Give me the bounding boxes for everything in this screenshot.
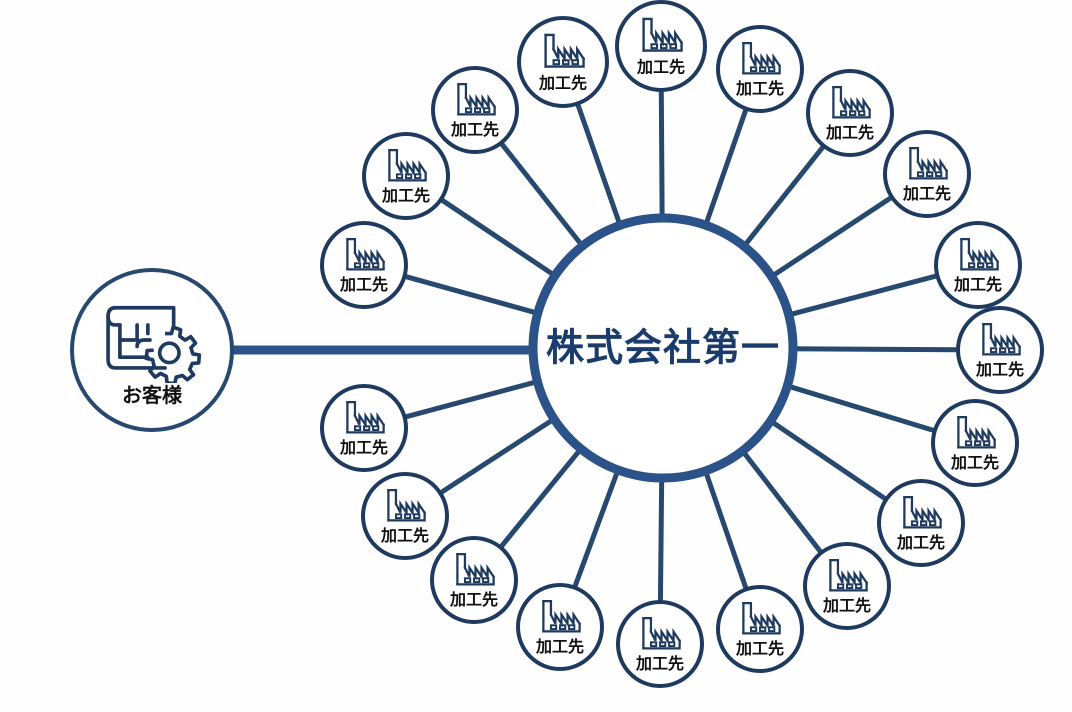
satellite-label: 加工先 <box>636 57 685 76</box>
spoke-line <box>766 193 895 281</box>
hub-node[interactable]: 株式会社第一 <box>528 213 798 483</box>
satellite-node[interactable]: 加工先 <box>716 585 804 673</box>
satellite-label: 加工先 <box>449 590 498 609</box>
satellite-label: 加工先 <box>822 596 871 615</box>
satellite-label: 加工先 <box>339 438 388 457</box>
spoke-line <box>788 346 961 353</box>
spoke-line <box>497 444 586 551</box>
satellite-node[interactable]: 加工先 <box>616 600 704 688</box>
spoke-line <box>657 473 665 605</box>
satellite-label: 加工先 <box>535 637 584 656</box>
satellite-label: 加工先 <box>896 533 945 552</box>
satellite-label: 加工先 <box>381 186 430 205</box>
satellite-label: 加工先 <box>339 275 388 294</box>
satellite-node[interactable]: 加工先 <box>877 479 965 567</box>
satellite-label: 加工先 <box>735 79 784 98</box>
spoke-line <box>658 87 665 223</box>
satellite-node[interactable]: 加工先 <box>883 130 971 218</box>
satellite-node[interactable]: 加工先 <box>517 16 609 108</box>
spoke-line <box>574 100 624 230</box>
satellite-node[interactable]: 加工先 <box>362 132 450 220</box>
spoke-line <box>701 466 750 593</box>
hub-circle <box>528 213 798 483</box>
spoke-lines-group <box>401 87 961 605</box>
spoke-line <box>782 382 938 434</box>
spoke-line <box>702 105 750 230</box>
spoke-line <box>738 446 825 556</box>
satellite-label: 加工先 <box>735 639 784 658</box>
satellite-label: 加工先 <box>380 526 429 545</box>
satellite-node[interactable]: 加工先 <box>516 583 604 671</box>
satellite-label: 加工先 <box>953 275 1002 294</box>
satellite-label: 加工先 <box>825 123 874 142</box>
spoke-line <box>765 416 890 503</box>
satellite-node[interactable]: 加工先 <box>615 0 707 92</box>
spoke-line <box>784 272 940 319</box>
spoke-line <box>437 196 560 280</box>
spoke-line <box>571 465 622 591</box>
spoke-line <box>739 142 828 251</box>
hub-label: 株式会社第一 <box>546 326 780 370</box>
spoke-line <box>401 378 542 421</box>
satellite-label: 加工先 <box>902 184 951 203</box>
satellite-label: 加工先 <box>635 654 684 673</box>
satellite-node[interactable]: 加工先 <box>716 25 804 113</box>
satellite-node[interactable]: 加工先 <box>931 399 1019 487</box>
satellite-node[interactable]: 加工先 <box>934 221 1022 309</box>
satellite-node[interactable]: 加工先 <box>431 66 519 154</box>
satellite-node[interactable]: 加工先 <box>803 542 891 630</box>
satellite-node[interactable]: 加工先 <box>320 221 408 309</box>
satellite-node[interactable]: 加工先 <box>956 306 1044 394</box>
satellite-node[interactable]: 加工先 <box>361 472 449 560</box>
customer-label: お客様 <box>122 383 183 407</box>
satellite-node[interactable]: 加工先 <box>806 69 894 157</box>
spoke-line <box>497 139 587 251</box>
customer-node[interactable]: お客様 <box>70 268 234 432</box>
satellite-label: 加工先 <box>975 360 1024 379</box>
satellite-label: 加工先 <box>538 73 587 92</box>
spoke-line <box>437 414 559 497</box>
satellite-nodes-group: 加工先加工先加工先加工先加工先加工先加工先加工先加工先加工先加工先加工先加工先加… <box>320 0 1044 688</box>
satellite-label: 加工先 <box>450 120 499 139</box>
satellite-label: 加工先 <box>950 453 999 472</box>
spoke-line <box>401 273 543 317</box>
satellite-node[interactable]: 加工先 <box>320 384 408 472</box>
satellite-node[interactable]: 加工先 <box>430 536 518 624</box>
